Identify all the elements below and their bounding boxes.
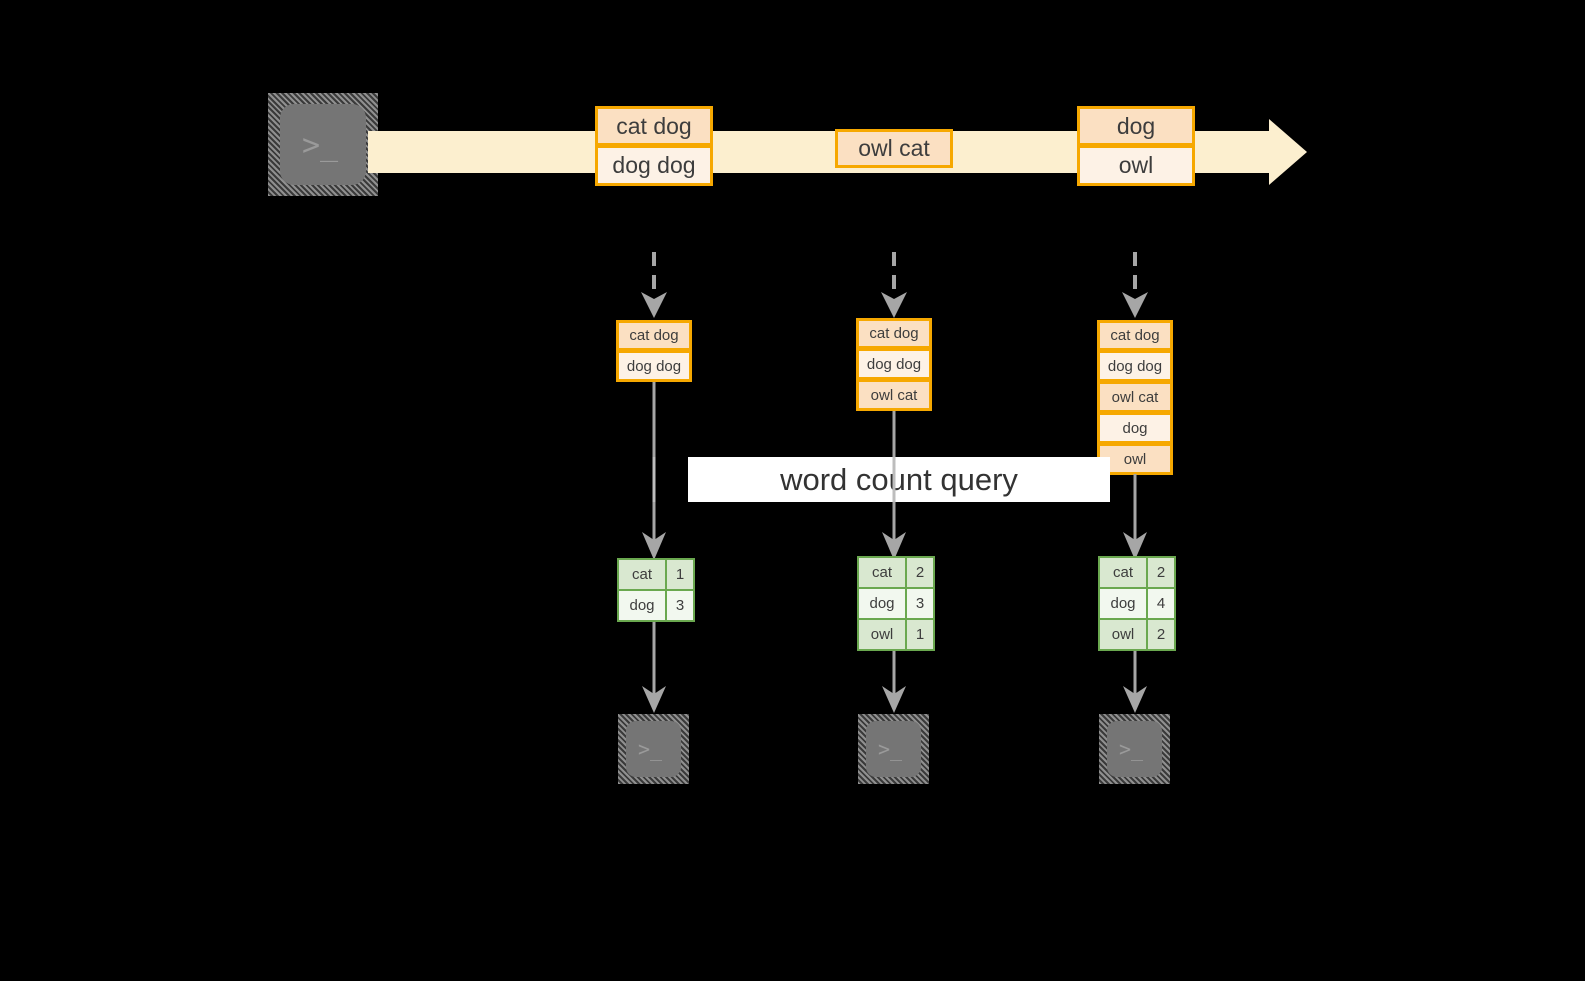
stream-event-group-3: dog owl bbox=[1077, 106, 1195, 186]
snapshot-2-result-table: cat 2 dog 3 owl 1 bbox=[857, 556, 935, 651]
query-banner-label: word count query bbox=[780, 461, 1018, 497]
buffer-line: cat dog bbox=[1097, 320, 1173, 351]
stream-event-line: cat dog bbox=[595, 106, 713, 146]
table-row: owl 1 bbox=[857, 618, 935, 651]
buffer-line: dog dog bbox=[856, 349, 932, 380]
sink-terminal-icon-2: >_ bbox=[858, 714, 929, 784]
result-count: 2 bbox=[1146, 556, 1176, 589]
buffer-line: dog bbox=[1097, 413, 1173, 444]
result-word: cat bbox=[857, 556, 907, 589]
query-banner: word count query bbox=[688, 457, 1110, 502]
buffer-line: owl cat bbox=[856, 380, 932, 411]
result-count: 3 bbox=[905, 587, 935, 620]
result-count: 2 bbox=[905, 556, 935, 589]
terminal-prompt-glyph: >_ bbox=[302, 128, 339, 163]
result-count: 3 bbox=[665, 589, 695, 622]
arrow-result-2-to-terminal bbox=[882, 651, 906, 713]
dashed-arrow-to-snapshot-3 bbox=[1122, 252, 1148, 318]
result-count: 1 bbox=[665, 558, 695, 591]
table-row: cat 1 bbox=[617, 558, 695, 591]
source-terminal-icon: >_ bbox=[268, 93, 378, 196]
arrow-line-over-banner-2 bbox=[892, 457, 896, 502]
result-word: dog bbox=[617, 589, 667, 622]
result-word: dog bbox=[1098, 587, 1148, 620]
sink-terminal-icon-3: >_ bbox=[1099, 714, 1170, 784]
table-row: dog 4 bbox=[1098, 587, 1176, 620]
table-row: cat 2 bbox=[1098, 556, 1176, 589]
stream-event-line: owl bbox=[1077, 146, 1195, 186]
dashed-arrow-to-snapshot-1 bbox=[641, 252, 667, 318]
stream-arrow-head bbox=[1269, 119, 1307, 185]
snapshot-1-buffer: cat dog dog dog bbox=[616, 320, 692, 382]
terminal-body bbox=[626, 721, 681, 777]
buffer-line: cat dog bbox=[856, 318, 932, 349]
terminal-prompt-glyph: >_ bbox=[638, 737, 663, 761]
table-row: dog 3 bbox=[617, 589, 695, 622]
stream-event-group-1: cat dog dog dog bbox=[595, 106, 713, 186]
table-row: owl 2 bbox=[1098, 618, 1176, 651]
buffer-line: dog dog bbox=[1097, 351, 1173, 382]
snapshot-3-result-table: cat 2 dog 4 owl 2 bbox=[1098, 556, 1176, 651]
terminal-body bbox=[280, 104, 366, 185]
arrow-result-1-to-terminal bbox=[642, 622, 666, 713]
arrow-snapshot-3-to-result bbox=[1123, 474, 1147, 560]
buffer-line: dog dog bbox=[616, 351, 692, 382]
result-count: 1 bbox=[905, 618, 935, 651]
terminal-prompt-glyph: >_ bbox=[878, 737, 903, 761]
snapshot-2-buffer: cat dog dog dog owl cat bbox=[856, 318, 932, 411]
terminal-prompt-glyph: >_ bbox=[1119, 737, 1144, 761]
snapshot-1-result-table: cat 1 dog 3 bbox=[617, 558, 695, 622]
stream-event-group-2: owl cat bbox=[835, 129, 953, 168]
result-count: 2 bbox=[1146, 618, 1176, 651]
result-word: owl bbox=[857, 618, 907, 651]
result-word: cat bbox=[617, 558, 667, 591]
table-row: dog 3 bbox=[857, 587, 935, 620]
result-word: dog bbox=[857, 587, 907, 620]
arrow-line-over-banner-1 bbox=[652, 457, 656, 502]
terminal-body bbox=[866, 721, 921, 777]
snapshot-3-buffer: cat dog dog dog owl cat dog owl bbox=[1097, 320, 1173, 475]
sink-terminal-icon-1: >_ bbox=[618, 714, 689, 784]
stream-event-line: dog dog bbox=[595, 146, 713, 186]
arrow-result-3-to-terminal bbox=[1123, 651, 1147, 713]
terminal-body bbox=[1107, 721, 1162, 777]
stream-event-line: owl cat bbox=[835, 129, 953, 168]
result-word: owl bbox=[1098, 618, 1148, 651]
buffer-line: cat dog bbox=[616, 320, 692, 351]
buffer-line: owl cat bbox=[1097, 382, 1173, 413]
dashed-arrow-to-snapshot-2 bbox=[881, 252, 907, 318]
result-word: cat bbox=[1098, 556, 1148, 589]
table-row: cat 2 bbox=[857, 556, 935, 589]
result-count: 4 bbox=[1146, 587, 1176, 620]
stream-event-line: dog bbox=[1077, 106, 1195, 146]
